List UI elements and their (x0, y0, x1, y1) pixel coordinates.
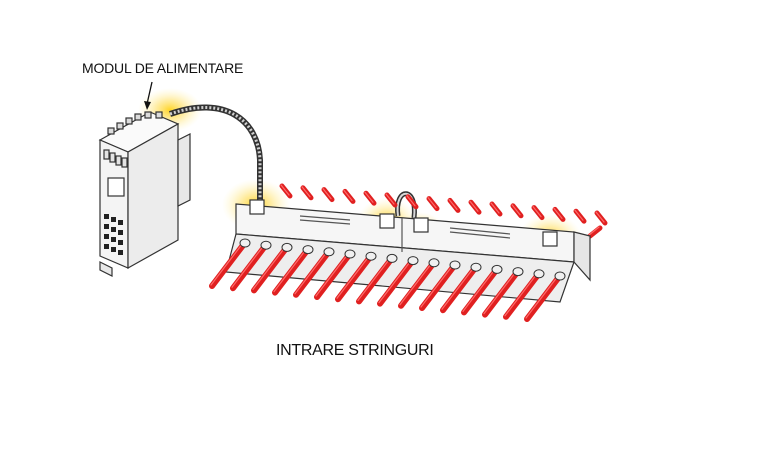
power-module (98, 111, 191, 277)
front-string-cable-14-highlight (483, 271, 517, 315)
front-string-cable-12-highlight (441, 266, 475, 310)
back-string-cable-10-highlight (469, 200, 479, 212)
front-string-cable-15-highlight (504, 273, 538, 317)
front-string-cable-11-highlight (420, 264, 454, 308)
front-string-cable-10 (398, 260, 436, 309)
front-string-cable-16-highlight (525, 275, 559, 319)
front-string-cable-11 (419, 263, 457, 311)
string-input-terminal-9 (407, 256, 419, 266)
back-string-cable-1-highlight (280, 184, 290, 196)
string-input-terminal-5 (323, 247, 335, 257)
front-string-cable-5-highlight (294, 251, 328, 295)
front-string-cables (209, 238, 566, 322)
back-string-cable-9-highlight (448, 198, 458, 210)
front-string-cable-13-highlight (462, 268, 496, 312)
front-string-cable-9-highlight (378, 260, 412, 304)
string-input-terminal-13 (491, 264, 503, 274)
front-string-cable-12 (440, 265, 478, 314)
string-input-terminal-6 (344, 249, 356, 259)
string-inputs-label: INTRARE STRINGURI (276, 342, 434, 359)
back-string-cable-extra (587, 225, 603, 239)
string-input-terminal-3 (281, 242, 293, 252)
front-string-cable-7 (335, 254, 373, 303)
front-string-cable-15 (503, 271, 541, 320)
front-string-cable-8 (356, 256, 394, 305)
back-string-cable-16-highlight (595, 211, 605, 223)
back-string-cables (279, 183, 608, 239)
module-pointer-arrow (144, 81, 153, 110)
front-string-cable-2 (230, 243, 268, 292)
back-string-cable-4-highlight (343, 189, 353, 201)
front-string-cable-13 (461, 267, 499, 316)
front-string-cable-4-highlight (273, 249, 307, 293)
front-string-cable-6-highlight (315, 253, 349, 297)
front-string-cable-8-highlight (357, 257, 391, 301)
front-string-cable-3 (251, 245, 289, 294)
front-string-cable-7-highlight (336, 255, 370, 299)
string-input-terminal-8 (386, 253, 398, 263)
front-string-cable-1-highlight (210, 242, 244, 286)
front-string-cable-6 (314, 252, 352, 300)
back-string-cable-6-highlight (385, 193, 395, 205)
back-string-cable-11-highlight (490, 202, 500, 214)
string-input-terminal-4 (302, 245, 314, 255)
string-input-terminal-1 (239, 238, 251, 248)
back-string-cable-14-highlight (553, 207, 563, 219)
back-string-cable-3-highlight (322, 188, 332, 200)
string-input-terminal-2 (260, 240, 272, 250)
string-input-terminal-11 (449, 260, 461, 270)
back-string-cable-7-highlight (406, 195, 416, 207)
string-input-terminal-15 (533, 269, 545, 279)
back-string-cable-8-highlight (427, 197, 437, 209)
back-string-cable-2-highlight (301, 186, 311, 198)
back-string-cable-12-highlight (511, 204, 521, 216)
string-input-terminal-7 (365, 251, 377, 261)
front-string-cable-5 (293, 249, 331, 298)
string-input-terminal-16 (554, 271, 566, 281)
front-string-cable-1 (209, 241, 247, 289)
back-string-cable-extra-highlight (588, 226, 600, 236)
string-input-terminal-12 (470, 262, 482, 272)
power-module-label: MODUL DE ALIMENTARE (82, 60, 244, 76)
front-string-cable-10-highlight (399, 262, 433, 306)
front-string-cable-3-highlight (252, 246, 286, 290)
front-string-cable-2-highlight (231, 244, 265, 288)
string-input-terminal-10 (428, 258, 440, 268)
string-input-terminal-14 (512, 267, 524, 277)
back-string-cable-15-highlight (574, 209, 584, 221)
back-string-cable-5-highlight (364, 191, 374, 203)
front-string-cable-9 (377, 258, 415, 307)
front-string-cable-16 (524, 274, 562, 322)
front-string-cable-14 (482, 269, 520, 318)
front-string-cable-4 (272, 247, 310, 296)
back-string-cable-13-highlight (532, 206, 542, 218)
